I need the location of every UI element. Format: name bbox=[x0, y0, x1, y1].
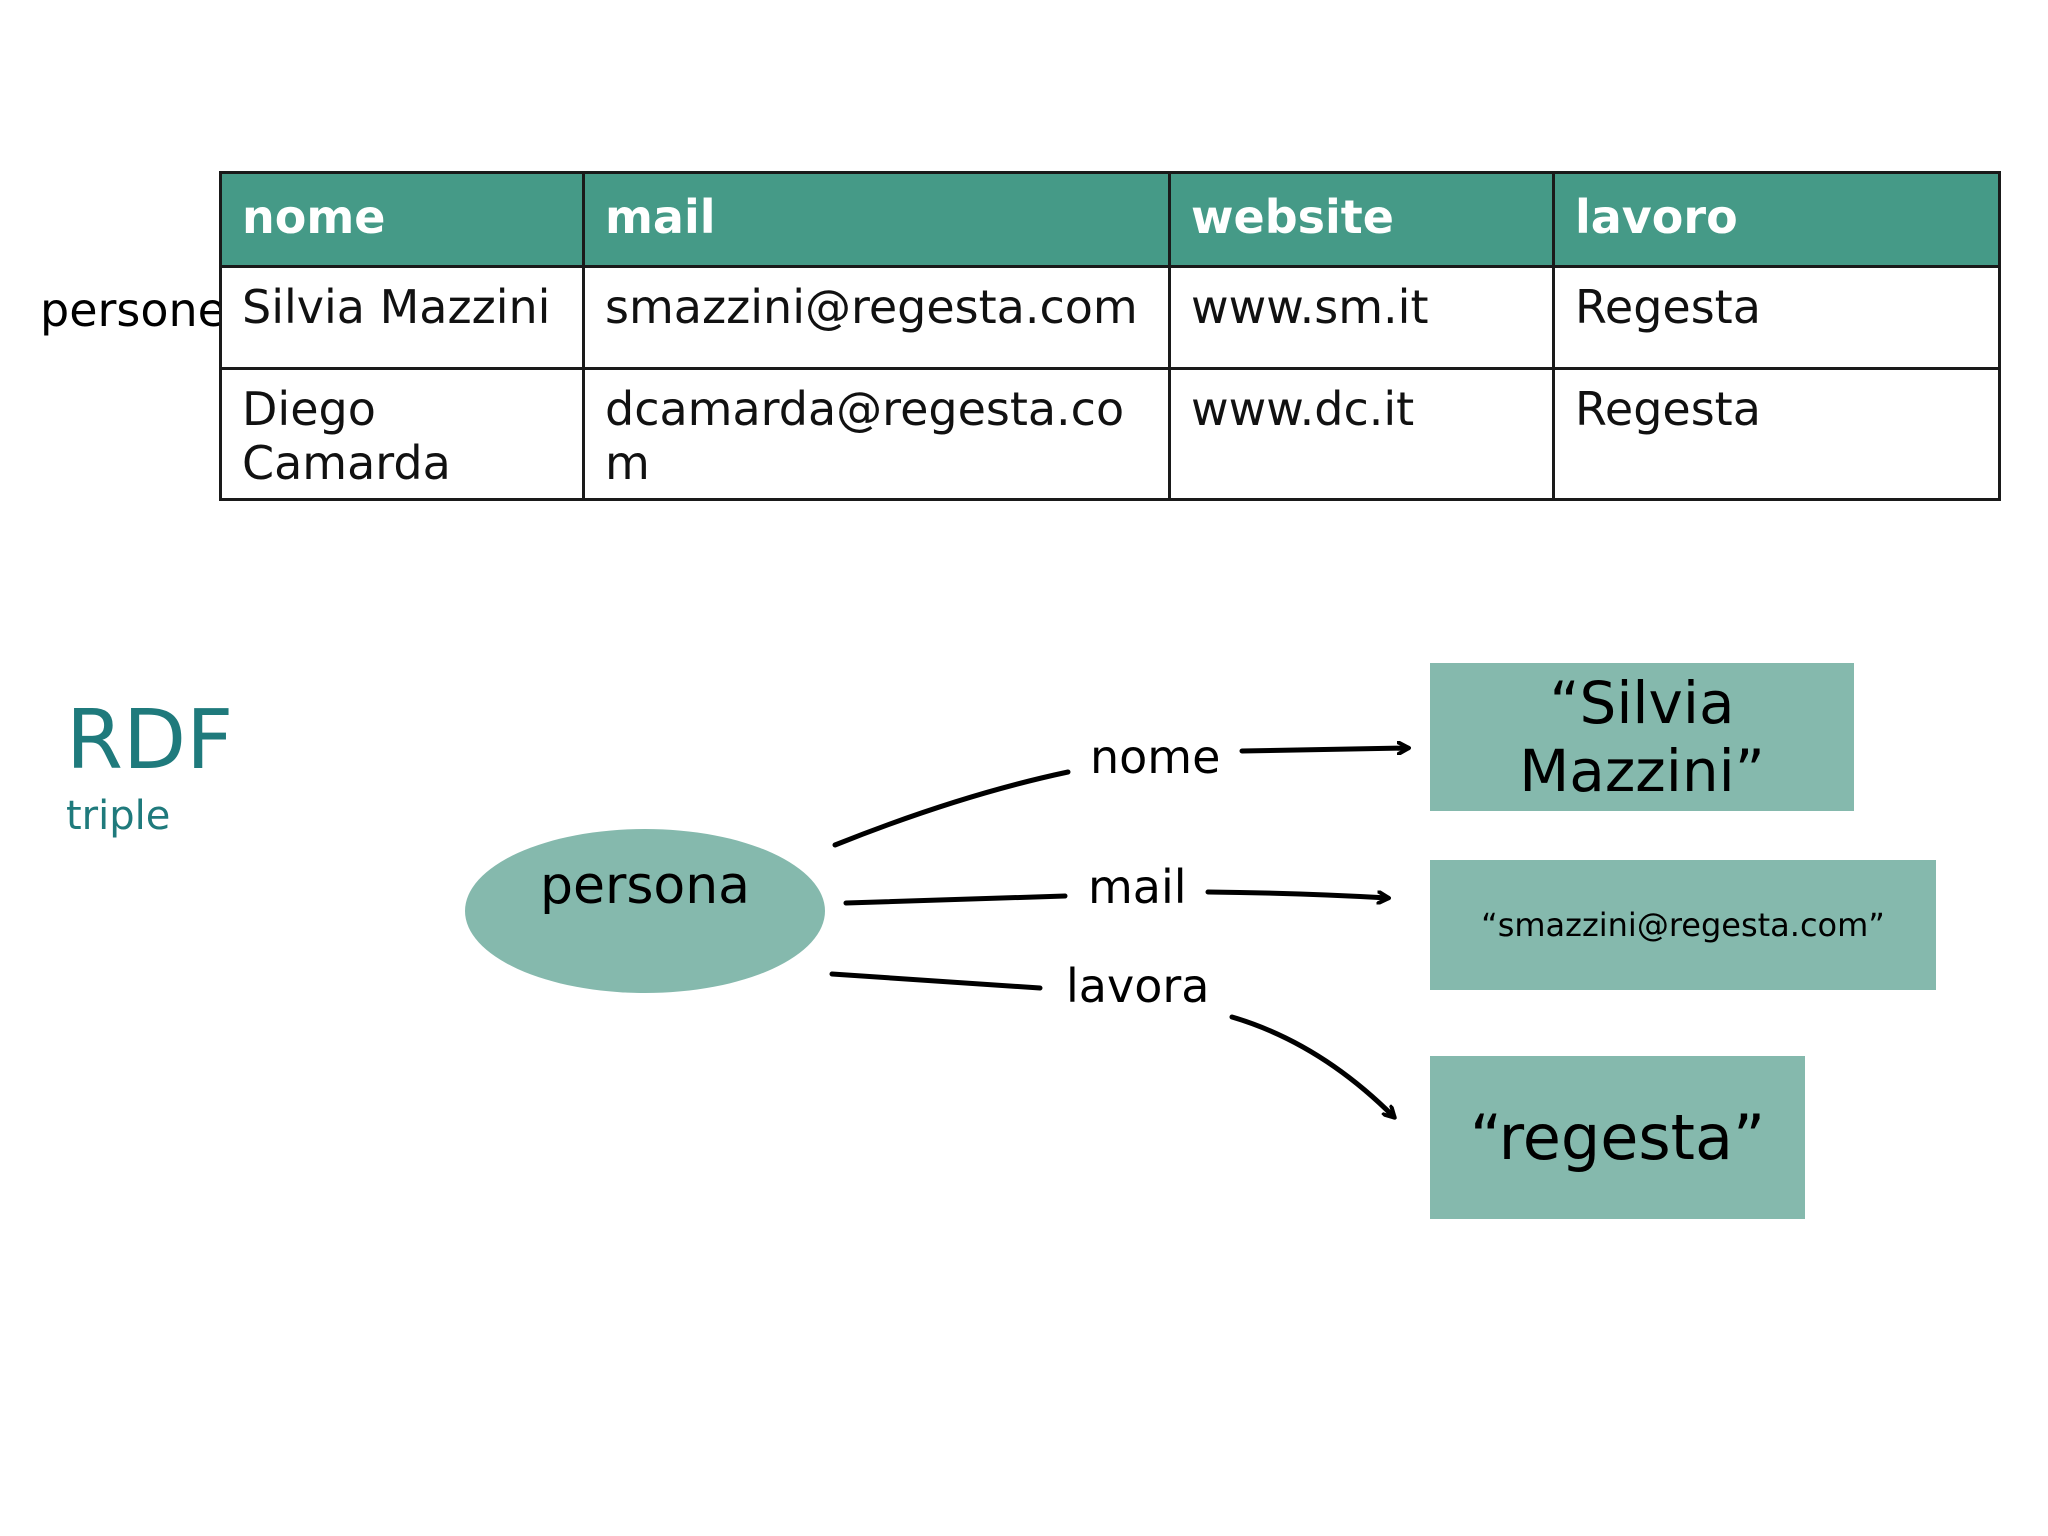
object-node-nome: “Silvia Mazzini” bbox=[1430, 663, 1854, 811]
cell-website: www.dc.it bbox=[1168, 367, 1555, 501]
object-lavora-text: “regesta” bbox=[1469, 1101, 1766, 1174]
table-name-label: persone bbox=[40, 283, 226, 337]
object-node-mail: “smazzini@regesta.com” bbox=[1430, 860, 1936, 990]
column-header-website: website bbox=[1168, 171, 1555, 268]
edge-arrow-nome-out bbox=[1239, 748, 1408, 751]
persone-table: nome mail website lavoro Silvia Mazzini … bbox=[219, 171, 2001, 501]
edge-arrow-mail-out bbox=[1205, 889, 1388, 898]
cell-lavoro: Regesta bbox=[1552, 265, 2001, 370]
object-nome-line1: “Silvia bbox=[1549, 669, 1735, 737]
column-header-lavoro: lavoro bbox=[1552, 171, 2001, 268]
edge-line-lavora-in bbox=[829, 971, 1043, 991]
cell-website: www.sm.it bbox=[1168, 265, 1555, 370]
edge-label-nome: nome bbox=[1090, 730, 1221, 784]
table-header-row: nome mail website lavoro bbox=[219, 171, 2001, 268]
cell-nome: Diego Camarda bbox=[219, 367, 585, 501]
subject-node bbox=[465, 829, 825, 993]
cell-mail: dcamarda@regesta.com bbox=[582, 367, 1171, 501]
object-node-lavora: “regesta” bbox=[1430, 1056, 1805, 1219]
object-mail-text: “smazzini@regesta.com” bbox=[1481, 906, 1885, 944]
edge-line-mail-in bbox=[843, 893, 1068, 906]
object-nome-line2: Mazzini” bbox=[1519, 737, 1765, 805]
edge-label-mail: mail bbox=[1088, 860, 1187, 914]
rdf-subtitle: triple bbox=[66, 793, 171, 839]
edge-line-nome-in bbox=[832, 769, 1071, 848]
table-row: Silvia Mazzini smazzini@regesta.com www.… bbox=[219, 265, 2001, 370]
subject-label: persona bbox=[539, 856, 751, 916]
column-header-mail: mail bbox=[582, 171, 1171, 268]
edge-arrow-lavora-out bbox=[1229, 1014, 1394, 1117]
rdf-title: RDF bbox=[66, 693, 234, 788]
table-row: Diego Camarda dcamarda@regesta.com www.d… bbox=[219, 367, 2001, 501]
cell-nome: Silvia Mazzini bbox=[219, 265, 585, 370]
cell-mail: smazzini@regesta.com bbox=[582, 265, 1171, 370]
cell-lavoro: Regesta bbox=[1552, 367, 2001, 501]
edge-label-lavora: lavora bbox=[1066, 959, 1210, 1013]
column-header-nome: nome bbox=[219, 171, 585, 268]
